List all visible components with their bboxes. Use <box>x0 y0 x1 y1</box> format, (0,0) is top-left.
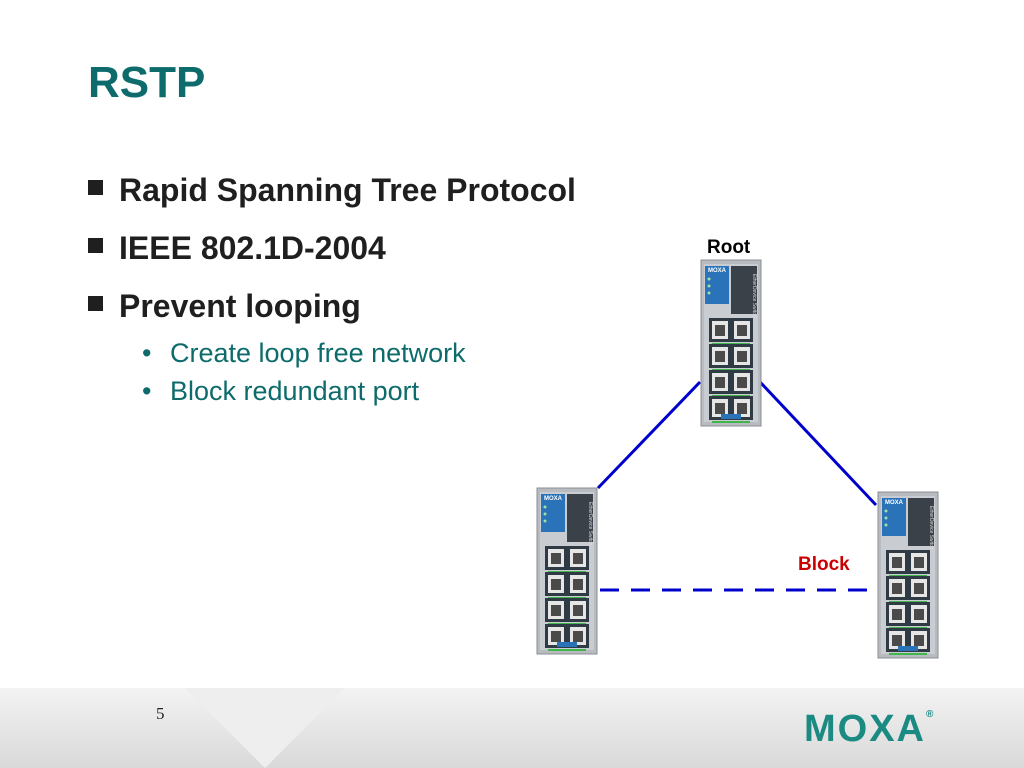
bullet-item: IEEE 802.1D-2004 <box>88 230 386 267</box>
bullet-item: Rapid Spanning Tree Protocol <box>88 172 576 209</box>
link-line <box>596 380 702 490</box>
dot-bullet-icon: • <box>142 338 152 368</box>
sub-bullet-text: Block redundant port <box>170 376 420 406</box>
root-switch <box>700 259 762 427</box>
bullet-text: Rapid Spanning Tree Protocol <box>119 172 576 208</box>
footer-decoration <box>185 688 345 768</box>
root-label: Root <box>707 237 751 258</box>
square-bullet-icon <box>88 180 103 195</box>
right-switch <box>877 491 939 659</box>
logo-text: MOXA <box>804 708 926 750</box>
footer-bar <box>0 688 1024 768</box>
moxa-logo: MOXA® <box>804 708 933 751</box>
sub-bullet-item: • Block redundant port <box>142 376 419 407</box>
page-number: 5 <box>156 704 165 723</box>
dot-bullet-icon: • <box>142 376 152 406</box>
slide-title: RSTP <box>88 58 206 107</box>
bullet-item: Prevent looping <box>88 288 361 325</box>
left-switch <box>536 487 598 655</box>
bullet-text: IEEE 802.1D-2004 <box>119 230 386 266</box>
square-bullet-icon <box>88 296 103 311</box>
square-bullet-icon <box>88 238 103 253</box>
sub-bullet-item: • Create loop free network <box>142 338 466 369</box>
rstp-topology-diagram: MOXA EtherDevice Switch <box>536 237 939 659</box>
sub-bullet-text: Create loop free network <box>170 338 466 368</box>
bullet-text: Prevent looping <box>119 288 361 324</box>
block-label: Block <box>798 554 850 575</box>
link-line <box>758 380 878 507</box>
registered-mark: ® <box>926 709 934 720</box>
